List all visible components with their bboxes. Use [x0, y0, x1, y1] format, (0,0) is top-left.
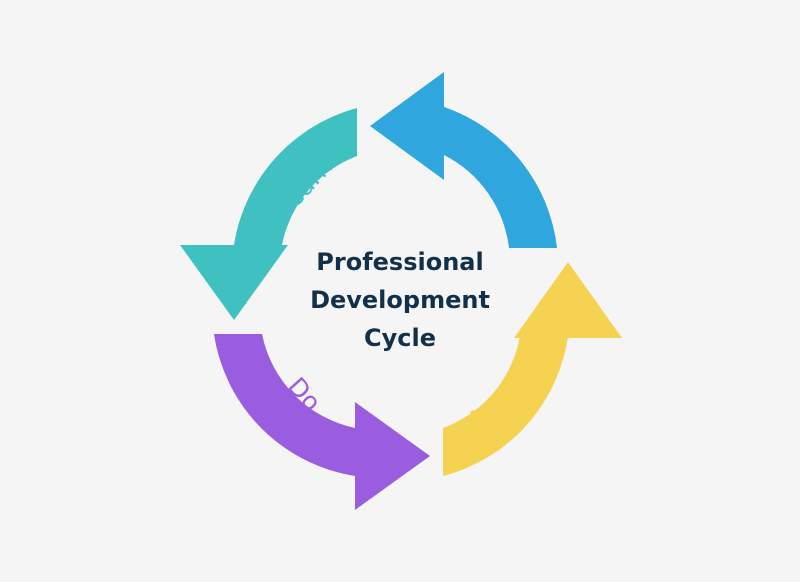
title-line-2: Development [310, 286, 490, 314]
learn-arrow-body [234, 108, 357, 245]
center-title: Professional Development Cycle [310, 248, 490, 352]
plan-arrow-head [370, 72, 444, 180]
plan-arrow-body [444, 107, 557, 248]
title-line-3: Cycle [364, 324, 436, 352]
title-line-1: Professional [316, 248, 483, 276]
assess-arrow-head [514, 262, 622, 338]
assess-arrow-body [443, 336, 568, 476]
learn-arrow-head [180, 245, 288, 320]
segment-do: Do [214, 334, 430, 510]
segment-plan: Plan [370, 72, 557, 248]
segment-assess: Assess [443, 262, 622, 476]
do-arrow-body [214, 334, 355, 476]
do-arrow-head [355, 402, 430, 510]
